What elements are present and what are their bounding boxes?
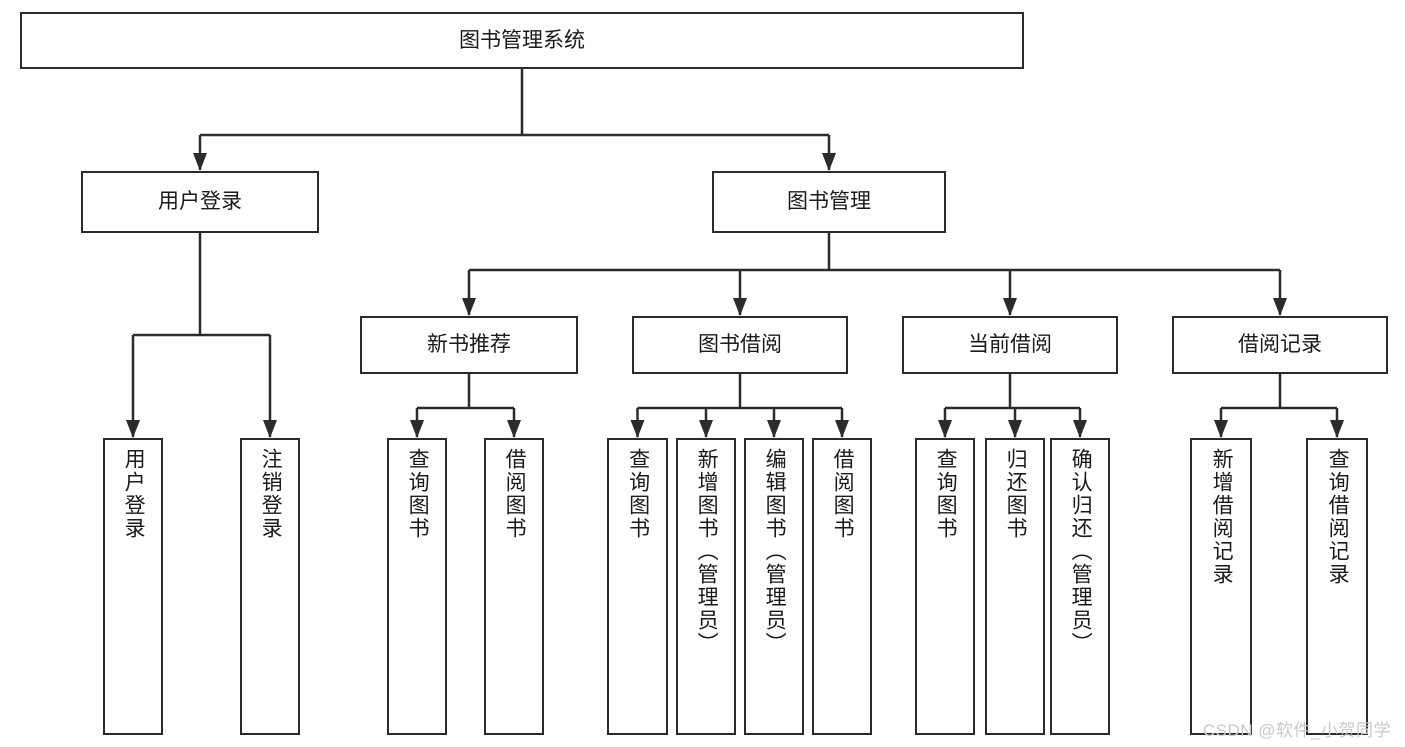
node-leaf-confirm-return: 确认归还（管理员） — [1050, 438, 1110, 735]
node-user-login: 用户登录 — [81, 171, 319, 233]
conn-borrow-bus-arrow-leaf-query-book-2 — [630, 420, 645, 438]
conn-root-bus-arrow-user-login — [193, 153, 207, 171]
conn-userlogin-bus-arrow-leaf-logout — [263, 420, 277, 438]
node-label: 归还图书 — [1004, 448, 1028, 540]
conn-borrow-bus-arrow-leaf-borrow-book-2 — [835, 420, 849, 438]
conn-bookmanage-bus-arrow-book-borrow — [733, 298, 747, 316]
conn-current-bus-arrow-leaf-query-book-3 — [938, 420, 952, 438]
conn-borrow-bus-arrow-leaf-add-book — [699, 420, 713, 438]
node-leaf-logout: 注销登录 — [240, 438, 300, 735]
node-new-book-recommend: 新书推荐 — [360, 316, 578, 374]
conn-record-bus-arrow-leaf-query-record — [1330, 420, 1344, 438]
node-label: 新增图书（管理员） — [695, 448, 719, 655]
node-leaf-user-login: 用户登录 — [103, 438, 163, 735]
node-label: 查询图书 — [934, 448, 958, 540]
node-leaf-borrow-book-1: 借阅图书 — [484, 438, 544, 735]
conn-recommend-bus-arrow-leaf-borrow-book-1 — [507, 420, 521, 438]
node-label: 当前借阅 — [968, 333, 1052, 357]
node-leaf-query-book-2: 查询图书 — [607, 438, 668, 735]
node-leaf-edit-book: 编辑图书（管理员） — [744, 438, 804, 735]
node-label: 查询图书 — [406, 448, 430, 540]
conn-borrow-bus-arrow-leaf-edit-book — [767, 420, 781, 438]
conn-bookmanage-bus-arrow-borrow-record — [1273, 298, 1287, 316]
node-leaf-add-record: 新增借阅记录 — [1190, 438, 1252, 735]
watermark-text: CSDN @软件_小贺同学 — [1202, 721, 1391, 740]
conn-record-bus-arrow-leaf-add-record — [1214, 420, 1228, 438]
node-current-borrow: 当前借阅 — [902, 316, 1118, 374]
conn-current-bus-arrow-leaf-return-book — [1008, 420, 1022, 438]
node-label: 确认归还（管理员） — [1069, 448, 1093, 655]
node-label: 用户登录 — [158, 190, 242, 214]
node-root: 图书管理系统 — [20, 12, 1024, 69]
node-label: 新书推荐 — [427, 333, 511, 357]
conn-bookmanage-bus-arrow-new-book-recommend — [462, 298, 476, 316]
conn-userlogin-bus-arrow-leaf-user-login — [126, 420, 140, 438]
conn-root-bus-arrow-book-manage — [822, 153, 836, 171]
node-label: 图书管理系统 — [459, 28, 585, 52]
node-label: 借阅图书 — [503, 448, 527, 540]
node-label: 查询借阅记录 — [1326, 448, 1350, 586]
node-borrow-record: 借阅记录 — [1172, 316, 1388, 374]
node-leaf-query-book-3: 查询图书 — [915, 438, 975, 735]
node-label: 编辑图书（管理员） — [763, 448, 787, 655]
node-label: 图书借阅 — [698, 333, 782, 357]
node-book-borrow: 图书借阅 — [632, 316, 848, 374]
node-label: 注销登录 — [259, 448, 283, 540]
node-leaf-add-book: 新增图书（管理员） — [676, 438, 736, 735]
node-book-manage: 图书管理 — [712, 171, 946, 233]
node-leaf-borrow-book-2: 借阅图书 — [812, 438, 872, 735]
conn-recommend-bus-arrow-leaf-query-book-1 — [410, 420, 424, 438]
node-label: 查询图书 — [626, 448, 650, 540]
node-leaf-return-book: 归还图书 — [985, 438, 1045, 735]
node-label: 图书管理 — [787, 190, 871, 214]
node-leaf-query-record: 查询借阅记录 — [1306, 438, 1368, 735]
node-label: 用户登录 — [122, 448, 146, 540]
conn-current-bus-arrow-leaf-confirm-return — [1073, 420, 1087, 438]
node-label: 借阅图书 — [831, 448, 855, 540]
node-label: 借阅记录 — [1238, 333, 1322, 357]
node-label: 新增借阅记录 — [1210, 448, 1234, 586]
node-leaf-query-book-1: 查询图书 — [387, 438, 447, 735]
conn-bookmanage-bus-arrow-current-borrow — [1003, 298, 1017, 316]
